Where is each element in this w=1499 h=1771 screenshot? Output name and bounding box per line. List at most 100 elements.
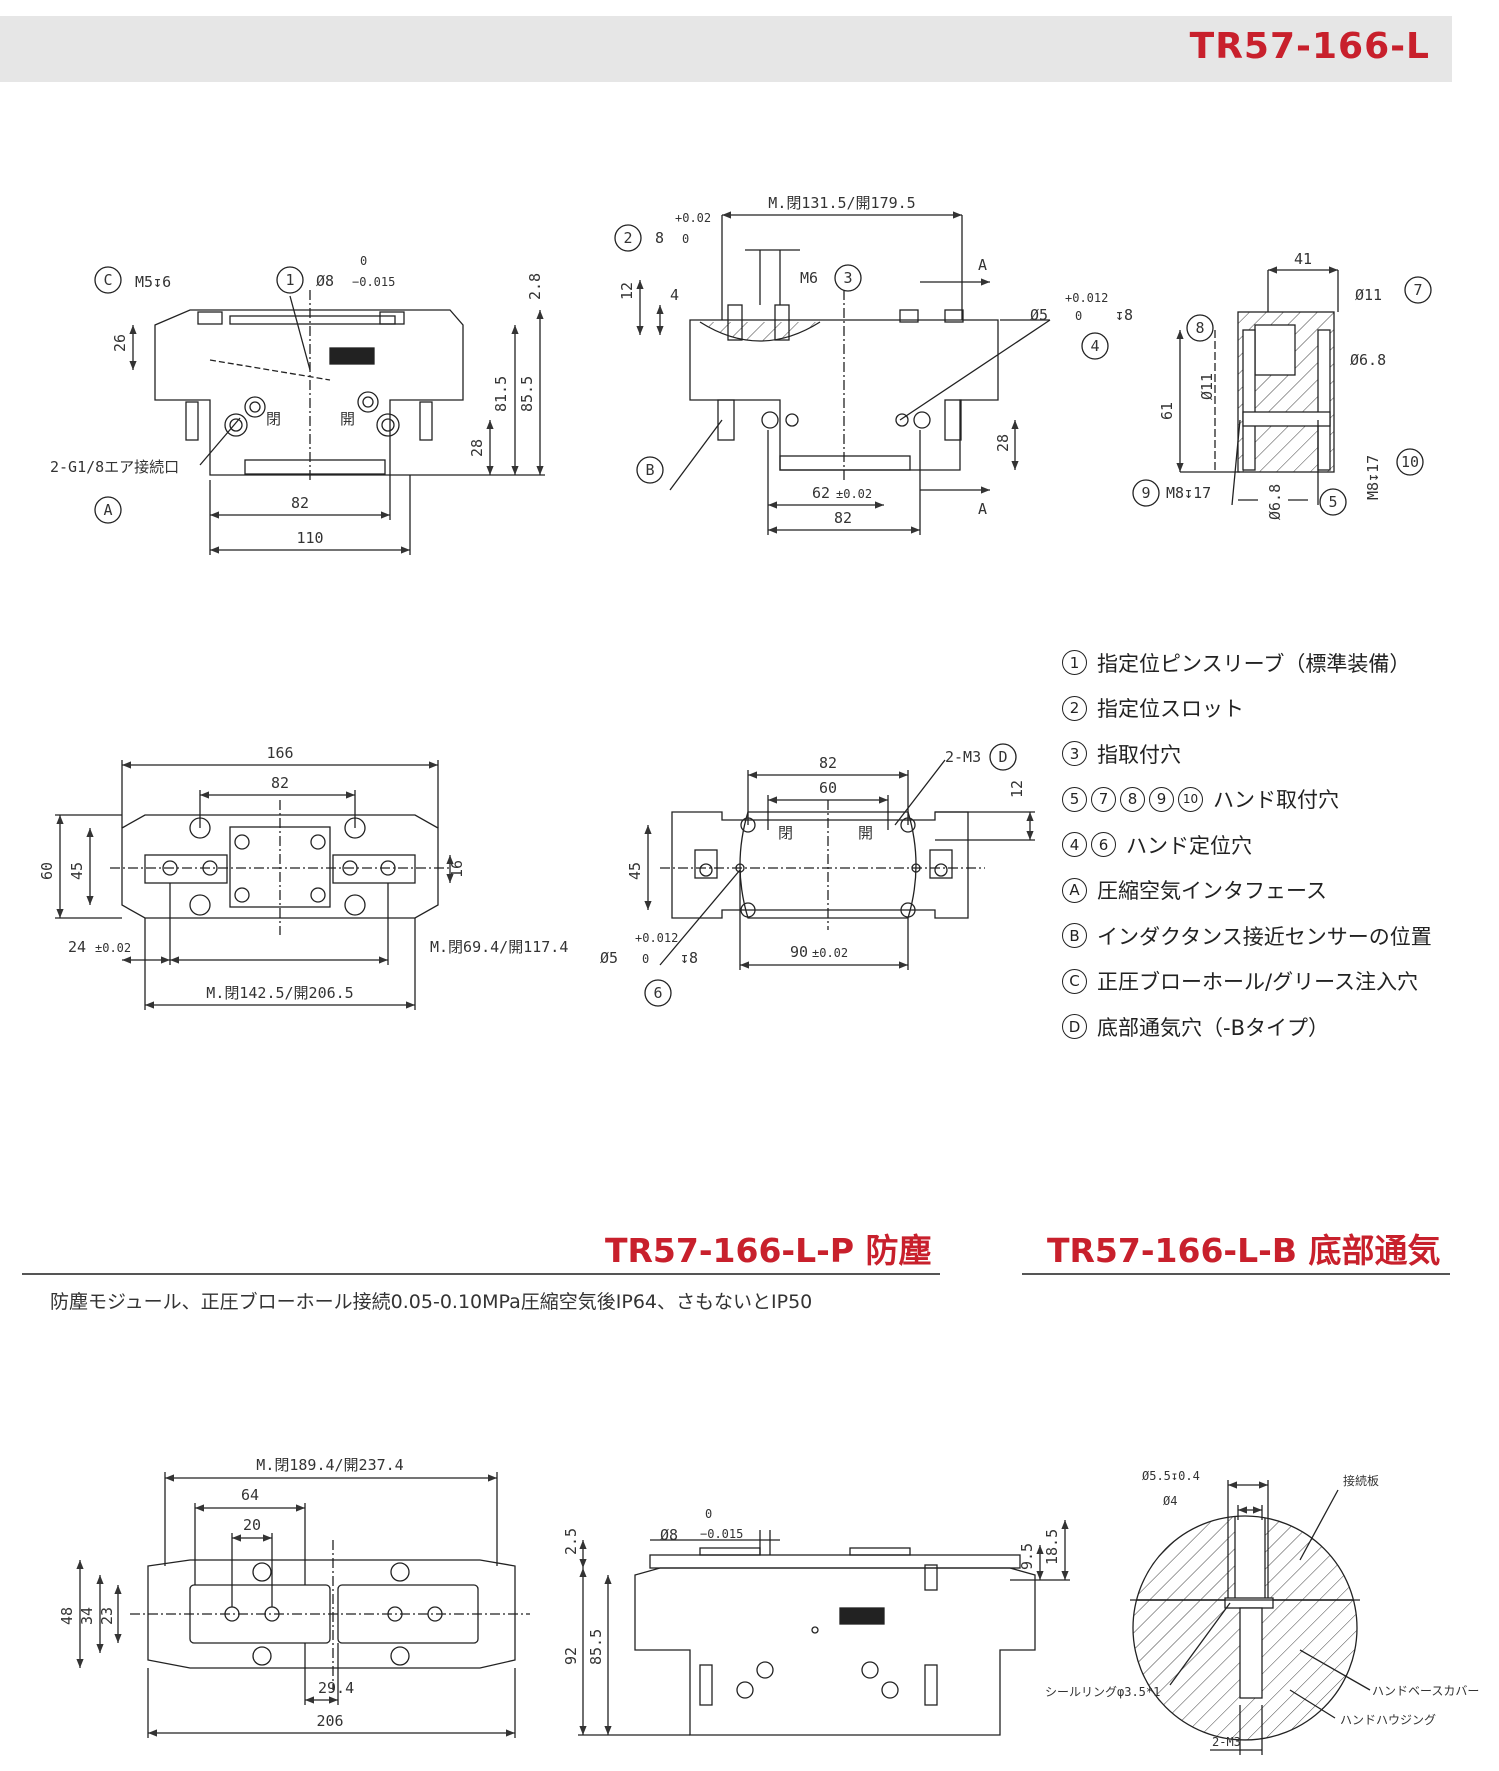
svg-text:+0.012: +0.012 [635, 931, 678, 945]
svg-text:8: 8 [655, 229, 664, 247]
svg-text:9: 9 [1141, 484, 1150, 502]
svg-text:B: B [645, 461, 654, 479]
svg-text:2-M3: 2-M3 [945, 748, 981, 766]
legend-item: 46ハンド定位穴 [1062, 822, 1492, 868]
svg-text:±0.02: ±0.02 [812, 946, 848, 960]
svg-text:10: 10 [1401, 453, 1419, 471]
svg-text:+0.012: +0.012 [1065, 291, 1108, 305]
svg-text:23: 23 [98, 1607, 116, 1625]
legend-item: 1 指定位ピンスリーブ（標準装備） [1062, 640, 1492, 686]
svg-text:0: 0 [360, 254, 367, 268]
svg-text:2: 2 [623, 229, 632, 247]
b-detail-view [1130, 1480, 1370, 1755]
svg-text:26: 26 [111, 334, 129, 352]
svg-text:0: 0 [1075, 309, 1082, 323]
svg-text:48: 48 [58, 1607, 76, 1625]
svg-text:41: 41 [1294, 250, 1312, 268]
svg-text:60: 60 [38, 862, 56, 880]
svg-text:85.5: 85.5 [587, 1629, 605, 1665]
legend-item: 2 指定位スロット [1062, 686, 1492, 732]
legend-item: 578910ハンド取付穴 [1062, 777, 1492, 823]
svg-text:Ø4: Ø4 [1163, 1494, 1177, 1508]
legend-text: 指定位ピンスリーブ（標準装備） [1097, 648, 1410, 678]
legend-text: ハンド取付穴 [1213, 784, 1339, 814]
svg-text:60: 60 [819, 779, 837, 797]
p-section-title: TR57-166-L-P 防塵 [605, 1224, 932, 1272]
svg-text:85.5: 85.5 [518, 376, 536, 412]
p-side-view [578, 1520, 1070, 1735]
svg-text:M.閉131.5/開179.5: M.閉131.5/開179.5 [768, 194, 915, 212]
svg-text:Ø6.8: Ø6.8 [1266, 484, 1284, 520]
svg-text:A: A [978, 256, 987, 274]
svg-text:M.閉189.4/開237.4: M.閉189.4/開237.4 [256, 1456, 403, 1474]
p-top-view [80, 1472, 530, 1738]
svg-text:12: 12 [618, 282, 636, 300]
legend: 1 指定位ピンスリーブ（標準装備） 2 指定位スロット 3指取付穴578910ハンド取付… [1062, 640, 1492, 1050]
legend-marker: 2 [1062, 696, 1087, 721]
svg-text:M5↧6: M5↧6 [135, 273, 171, 291]
svg-text:61: 61 [1158, 402, 1176, 420]
svg-text:Ø11: Ø11 [1198, 373, 1216, 400]
svg-text:開: 開 [340, 410, 355, 428]
svg-text:28: 28 [994, 434, 1012, 452]
svg-text:Ø8: Ø8 [316, 272, 334, 290]
svg-text:M6: M6 [800, 269, 818, 287]
svg-text:閉: 閉 [778, 824, 793, 842]
svg-text:7: 7 [1413, 281, 1422, 299]
legend-item: 3指取付穴 [1062, 731, 1492, 777]
legend-item: D 底部通気穴（-Bタイプ） [1062, 1004, 1492, 1050]
svg-text:開: 開 [858, 824, 873, 842]
svg-text:1: 1 [285, 271, 294, 289]
svg-text:−0.015: −0.015 [700, 1527, 743, 1541]
svg-text:Ø11: Ø11 [1355, 286, 1382, 304]
svg-text:5: 5 [1328, 493, 1337, 511]
legend-text: 指定位スロット [1097, 693, 1244, 723]
svg-text:0: 0 [642, 952, 649, 966]
marker-c: C [103, 271, 112, 289]
legend-text: 圧縮空気インタフェース [1097, 875, 1327, 905]
svg-text:Ø6.8: Ø6.8 [1350, 351, 1386, 369]
b-section-title: TR57-166-L-B 底部通気 [1047, 1224, 1441, 1272]
svg-text:↧8: ↧8 [680, 949, 698, 967]
legend-item: C正圧ブローホール/グリース注入穴 [1062, 959, 1492, 1005]
svg-text:12: 12 [1008, 780, 1026, 798]
svg-text:閉: 閉 [266, 410, 281, 428]
svg-text:64: 64 [241, 1486, 259, 1504]
svg-text:62: 62 [812, 484, 830, 502]
svg-text:110: 110 [296, 529, 323, 547]
svg-text:±0.02: ±0.02 [836, 487, 872, 501]
legend-item: A 圧縮空気インタフェース [1062, 868, 1492, 914]
svg-text:82: 82 [291, 494, 309, 512]
legend-text: ハンド定位穴 [1126, 830, 1252, 860]
svg-text:Ø5: Ø5 [600, 949, 618, 967]
legend-marker: C [1062, 969, 1087, 994]
svg-text:16: 16 [448, 860, 466, 878]
svg-text:18.5: 18.5 [1043, 1529, 1061, 1565]
svg-text:2-M3: 2-M3 [1212, 1735, 1241, 1749]
svg-text:接続板: 接続板 [1343, 1473, 1379, 1488]
svg-text:2-G1/8エア接続口: 2-G1/8エア接続口 [50, 458, 179, 476]
svg-text:4: 4 [670, 286, 679, 304]
svg-text:9.5: 9.5 [1018, 1543, 1036, 1570]
p-section-description: 防塵モジュール、正圧ブローホール接続0.05-0.10MPa圧縮空気後IP64、… [50, 1287, 812, 1314]
svg-text:166: 166 [266, 744, 293, 762]
svg-text:M8↧17: M8↧17 [1364, 455, 1382, 500]
svg-text:45: 45 [68, 862, 86, 880]
legend-text: 底部通気穴（-Bタイプ） [1097, 1012, 1329, 1042]
svg-text:Ø5: Ø5 [1030, 306, 1048, 324]
legend-marker: A [1062, 878, 1087, 903]
legend-marker: 1 [1062, 650, 1087, 675]
svg-text:0: 0 [682, 232, 689, 246]
svg-text:ハンドベースカバー: ハンドベースカバー [1372, 1684, 1479, 1698]
svg-text:M8↧17: M8↧17 [1166, 484, 1211, 502]
svg-text:28: 28 [468, 439, 486, 457]
svg-text:24: 24 [68, 938, 86, 956]
bottom-view [648, 760, 1035, 970]
svg-text:20: 20 [243, 1516, 261, 1534]
legend-marker: D [1062, 1014, 1087, 1039]
legend-marker: 5 [1062, 787, 1087, 812]
legend-marker: B [1062, 923, 1087, 948]
legend-text: インダクタンス接近センサーの位置 [1097, 921, 1432, 951]
svg-text:A: A [103, 501, 112, 519]
legend-marker: 3 [1062, 741, 1087, 766]
